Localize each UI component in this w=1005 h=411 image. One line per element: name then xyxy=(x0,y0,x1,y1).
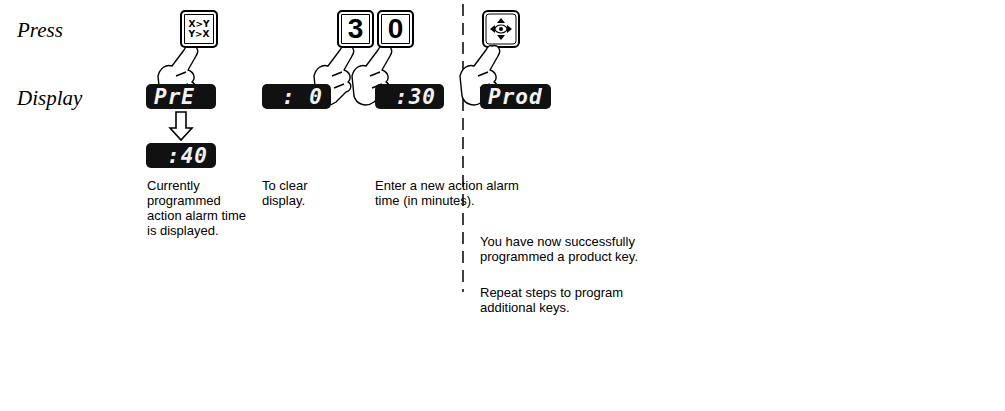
row-heading: Display xyxy=(17,86,107,110)
divider-line xyxy=(462,4,464,292)
step-note: Currently programmed action alarm time i… xyxy=(147,178,255,238)
lcd-display: : 0 xyxy=(262,84,331,109)
lcd-display: PrE xyxy=(146,84,216,109)
step-arrow xyxy=(170,112,192,140)
step-note: Enter a new action alarm time (in minute… xyxy=(375,178,535,208)
number-key: 0 xyxy=(377,10,414,48)
number-key: 3 xyxy=(337,10,374,48)
step-note: You have now successfully programmed a p… xyxy=(480,234,655,264)
function-key: X>Y Y>X xyxy=(180,10,218,48)
lcd-display: :30 xyxy=(375,84,444,109)
lcd-display: Prod xyxy=(480,84,551,109)
step-note: To clear display. xyxy=(262,178,332,208)
step-note: Repeat steps to program additional keys. xyxy=(480,285,655,315)
key-label: X>Y Y>X xyxy=(187,19,211,39)
display-text: PrE xyxy=(154,85,195,109)
display-text: :40 xyxy=(167,144,208,168)
row-heading: Press xyxy=(17,18,107,42)
display-text: :30 xyxy=(395,85,436,109)
display-text: Prod xyxy=(488,85,543,109)
display-text: : 0 xyxy=(282,85,323,109)
lcd-display: :40 xyxy=(146,143,216,168)
key-label: 0 xyxy=(388,15,404,43)
view-key xyxy=(483,11,519,47)
key-label: 3 xyxy=(348,15,364,43)
